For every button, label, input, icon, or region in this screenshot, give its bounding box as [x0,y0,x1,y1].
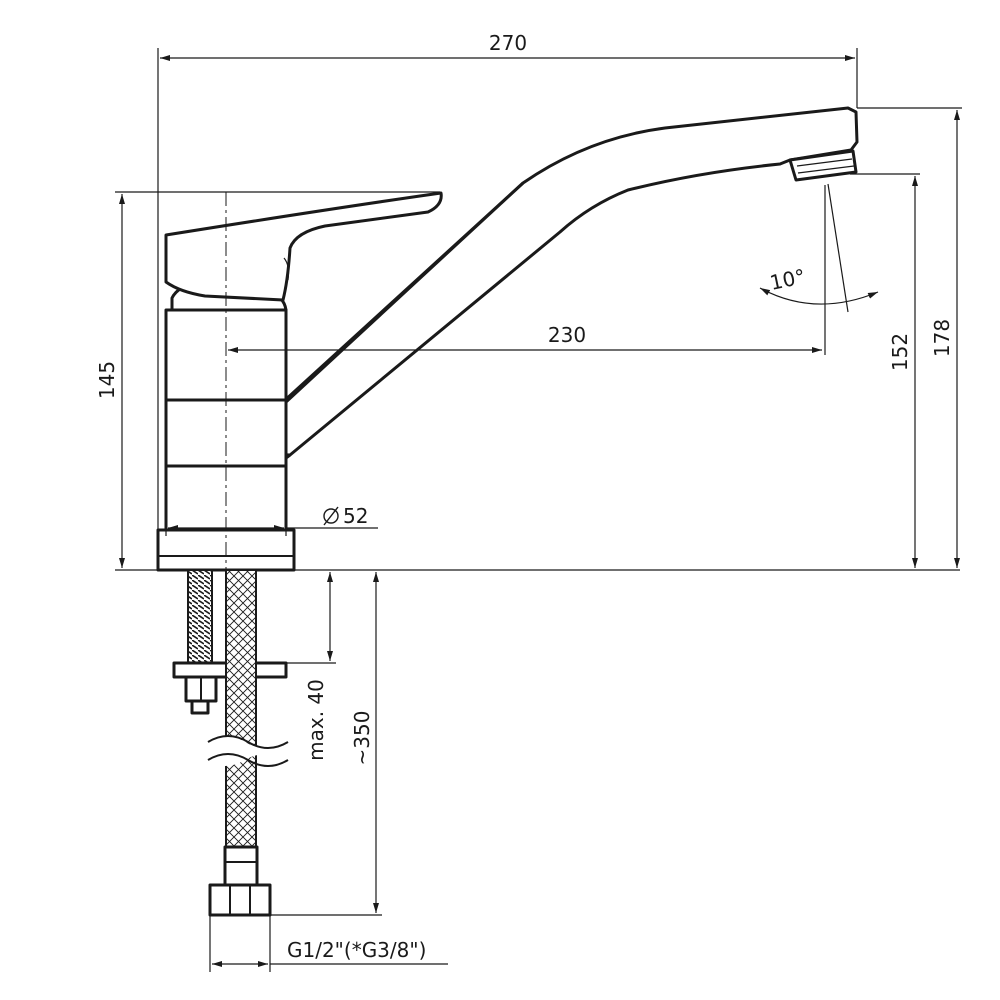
dim-hose-length: ~350 [350,711,374,766]
dim-body-diameter: 52 [343,504,368,528]
hose-ferrule [223,845,259,887]
dim-connection-thread: G1/2"(*G3/8") [287,938,426,962]
lever-handle [164,191,443,302]
dim-total-height: 178 [930,319,954,357]
aerator [788,149,858,182]
dim-spout-reach: 230 [548,323,586,347]
dim-spout-angle: 10° [768,264,808,295]
faucet [156,106,859,917]
connection-nut [208,883,272,917]
dimensions: 270 230 145 152 178 52 10° [95,31,962,972]
diameter-icon [323,506,339,526]
dim-mounting-max: max. 40 [304,679,328,761]
dim-aerator-height: 152 [888,333,912,371]
mounting-stud [187,569,213,664]
break-mark [205,735,289,767]
dim-overall-width: 270 [489,31,527,55]
dim-body-height: 145 [95,361,119,399]
body-middle [164,398,288,468]
flexible-hose [225,569,257,855]
